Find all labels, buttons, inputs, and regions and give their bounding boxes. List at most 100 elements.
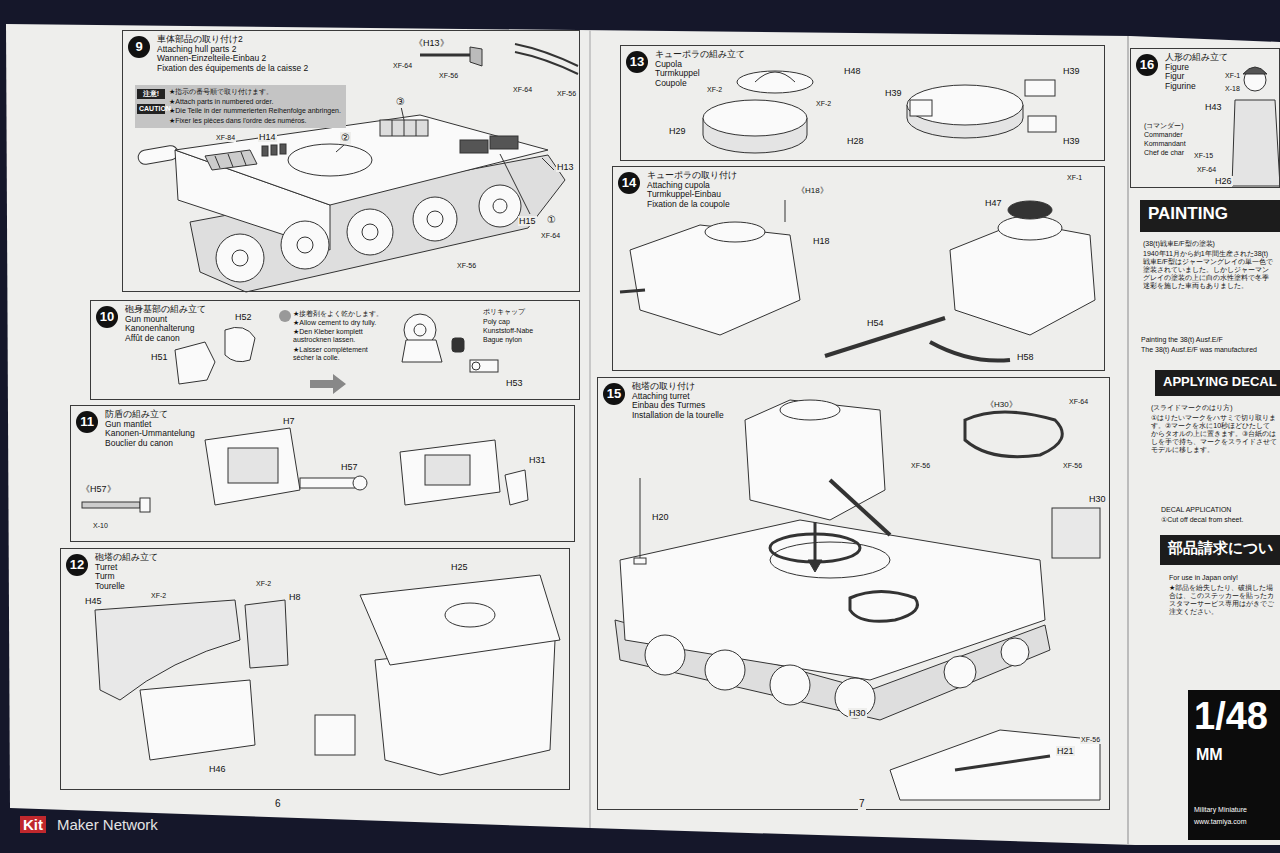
step-title: Turm — [95, 572, 115, 581]
step-panel: 15砲塔の取り付けAttaching turretEinbau des Turm… — [597, 377, 1110, 810]
part-label: 6 — [274, 798, 282, 810]
step-panel: 12砲塔の組み立てTurretTurmTourelle — [60, 548, 570, 790]
part-label: H51 — [150, 352, 169, 362]
part-label: H47 — [984, 198, 1003, 208]
part-label: Commander — [1143, 131, 1184, 139]
part-label: H28 — [846, 136, 865, 146]
part-label: ★接着剤をよく乾かします。 — [292, 310, 384, 318]
part-label: H8 — [288, 592, 302, 602]
step-title: Attaching cupola — [647, 181, 710, 190]
part-label: ①Cut off decal from sheet. — [1160, 516, 1244, 524]
caution-text: ★Die Teile in der nummerierten Reihenfol… — [169, 107, 341, 115]
step-number: 13 — [626, 51, 648, 73]
part-label: H15 — [518, 216, 537, 226]
step-number: 15 — [603, 383, 625, 405]
caution-badge: CAUTION — [137, 104, 165, 114]
part-label: Chef de char — [1143, 149, 1185, 157]
part-label: H30 — [1088, 494, 1107, 504]
part-label: ① — [546, 214, 557, 226]
part-label: XF-56 — [1080, 736, 1101, 744]
part-label: XF-2 — [255, 580, 272, 588]
part-label: H20 — [651, 512, 670, 522]
part-label: H7 — [282, 416, 296, 426]
step-panel: 9車体部品の取り付け2Attaching hull parts 2Wannen-… — [122, 30, 580, 292]
part-label: XF-64 — [1068, 398, 1089, 406]
step-title: Figurine — [1165, 82, 1196, 91]
step-title: 防盾の組み立て — [105, 410, 168, 419]
scale-text: www.tamiya.com — [1194, 818, 1247, 826]
watermark: Kit — [20, 816, 46, 833]
caution-text: ★Fixer les pièces dans l'ordre des numér… — [169, 117, 307, 125]
step-title: Attaching hull parts 2 — [157, 45, 236, 54]
part-label: H54 — [866, 318, 885, 328]
caution-text: ★指示の番号順で取り付けます。 — [169, 88, 273, 96]
step-number: 11 — [76, 411, 98, 433]
part-label: (スライドマークのはり方) — [1150, 404, 1234, 412]
part-label: Painting the 38(t) Ausf.E/F — [1140, 336, 1224, 344]
part-label: XF-2 — [706, 86, 723, 94]
scale-text: 1/48 — [1194, 696, 1268, 738]
part-label: ③ — [395, 96, 406, 108]
caution-text: ★Attach parts in numbered order. — [169, 98, 273, 106]
band-title: PAINTING — [1148, 205, 1228, 224]
step-title: Wannen-Einzelteile-Einbau 2 — [157, 54, 266, 63]
part-label: X-10 — [92, 522, 109, 530]
part-label: XF-2 — [150, 592, 167, 600]
step-title: 車体部品の取り付け2 — [157, 35, 243, 44]
step-title: Fixation de la coupole — [647, 200, 730, 209]
step-title: Gun mount — [125, 315, 167, 324]
part-label: ★Laisser complètement sécher la colle. — [292, 346, 386, 362]
part-label: ★Den Kleber komplett austrocknen lassen. — [292, 328, 386, 344]
part-label: H18 — [812, 236, 831, 246]
part-label: ポリキャップ — [482, 308, 526, 316]
step-title: Turret — [95, 563, 117, 572]
step-title: Gun mantlet — [105, 420, 151, 429]
step-title: Coupole — [655, 79, 687, 88]
step-title: Fixation des équipements de la caisse 2 — [157, 64, 308, 73]
step-title: Kanonenhalterung — [125, 324, 194, 333]
part-label: H46 — [208, 764, 227, 774]
part-label: Poly cap — [482, 318, 511, 326]
scale-text: MM — [1196, 746, 1223, 764]
part-label: 7 — [858, 798, 866, 810]
part-label: H25 — [450, 562, 469, 572]
part-label: H31 — [528, 455, 547, 465]
step-title: 砲塔の取り付け — [632, 382, 695, 391]
part-label: ★Allow cement to dry fully. — [292, 319, 377, 327]
scale-badge: 1/48MMMilitary Miniaturewww.tamiya.com — [1188, 690, 1280, 840]
part-label: XF-64 — [392, 62, 413, 70]
step-title: キューポラの組み立て — [655, 50, 745, 59]
caution-badge: 注意! — [137, 89, 165, 99]
part-label: H53 — [505, 378, 524, 388]
step-title: Installation de la tourelle — [632, 411, 724, 420]
part-label: (38(t)戦車E/F型の塗装) — [1142, 240, 1216, 248]
part-label: 《H57》 — [80, 484, 117, 494]
part-label: Bague nylon — [482, 336, 523, 344]
part-label: 《H30》 — [985, 400, 1018, 409]
part-label: XF-15 — [1193, 152, 1214, 160]
part-label: H45 — [84, 596, 103, 606]
part-label: H14 — [258, 132, 277, 142]
step-title: Turmkuppel-Einbau — [647, 190, 721, 199]
part-label: ② — [340, 132, 351, 144]
part-label: XF-2 — [815, 100, 832, 108]
part-label: The 38(t) Ausf.E/F was manufactured — [1140, 346, 1258, 354]
band-title: 部品請求につい — [1168, 540, 1273, 557]
part-label: (コマンダー) — [1143, 122, 1185, 130]
part-label: XF-56 — [456, 262, 477, 270]
part-label: H13 — [556, 162, 575, 172]
step-title: Einbau des Turmes — [632, 401, 705, 410]
section-band: 部品請求につい — [1160, 535, 1280, 565]
part-label: ①はりたいマークをハサミで切り取ります。②マークを水に10秒ほどひたしてからタオ… — [1150, 414, 1278, 454]
part-label: For use in Japan only! — [1168, 574, 1239, 582]
section-band: APPLYING DECAL — [1155, 370, 1280, 396]
part-label: Kunststoff-Nabe — [482, 327, 534, 335]
part-label: XF-84 — [215, 134, 236, 142]
part-label: H29 — [668, 126, 687, 136]
step-title: Affût de canon — [125, 334, 180, 343]
step-number: 10 — [96, 306, 118, 328]
step-title: Turmkuppel — [655, 69, 700, 78]
part-label: H26 — [1214, 176, 1233, 186]
part-label: XF-1 — [1066, 174, 1083, 182]
section-band: PAINTING — [1140, 200, 1280, 232]
